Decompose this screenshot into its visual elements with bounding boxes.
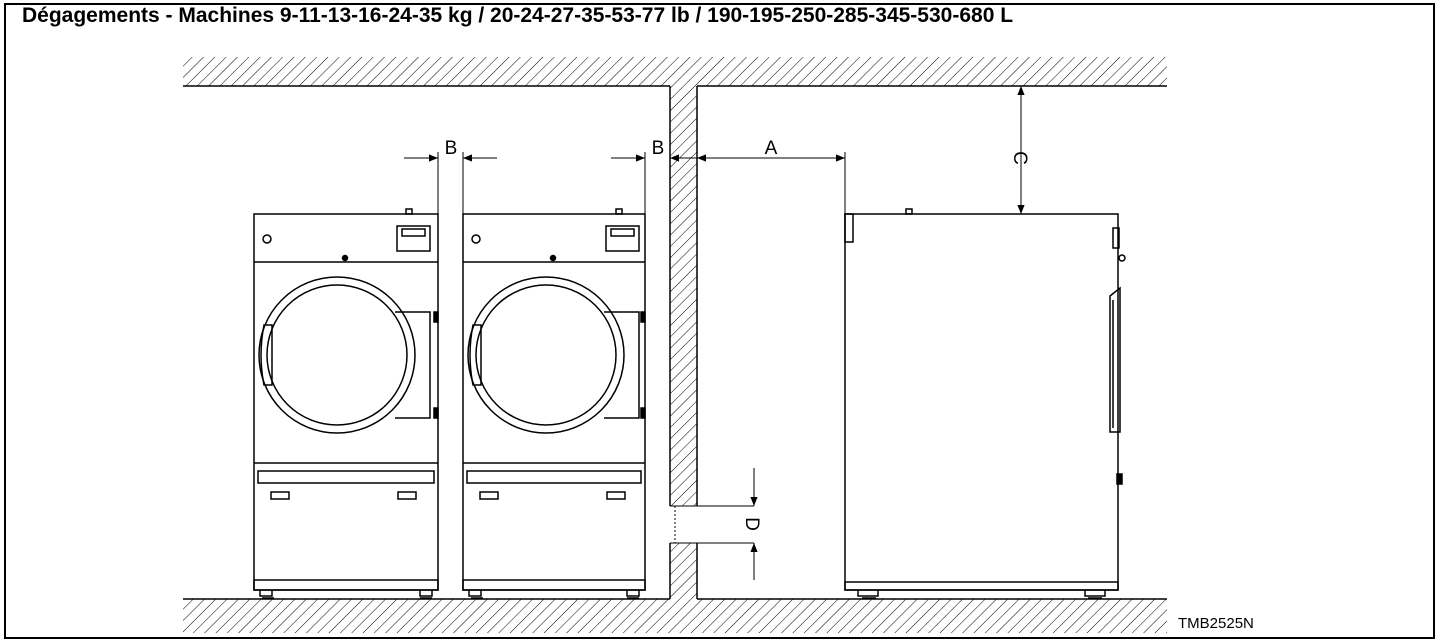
dryer-front-2 [462,208,646,599]
drawing-reference: TMB2525N [1178,615,1254,632]
ceiling-wall [183,57,1167,87]
dryer-side-view [844,208,1126,599]
figure-title: Dégagements - Machines 9-11-13-16-24-35 … [22,4,1014,27]
dimension-b-left [404,152,497,214]
wall-opening [670,505,754,544]
label-c: C [1009,151,1030,165]
dryer-front-1 [253,208,439,599]
floor [183,598,1167,633]
partition-wall [669,86,698,599]
dimension-a [697,152,846,214]
label-a: A [765,138,778,159]
label-b-right: B [652,138,665,159]
label-b-left: B [445,138,458,159]
figure-frame [4,3,1435,639]
label-d: D [741,517,762,531]
